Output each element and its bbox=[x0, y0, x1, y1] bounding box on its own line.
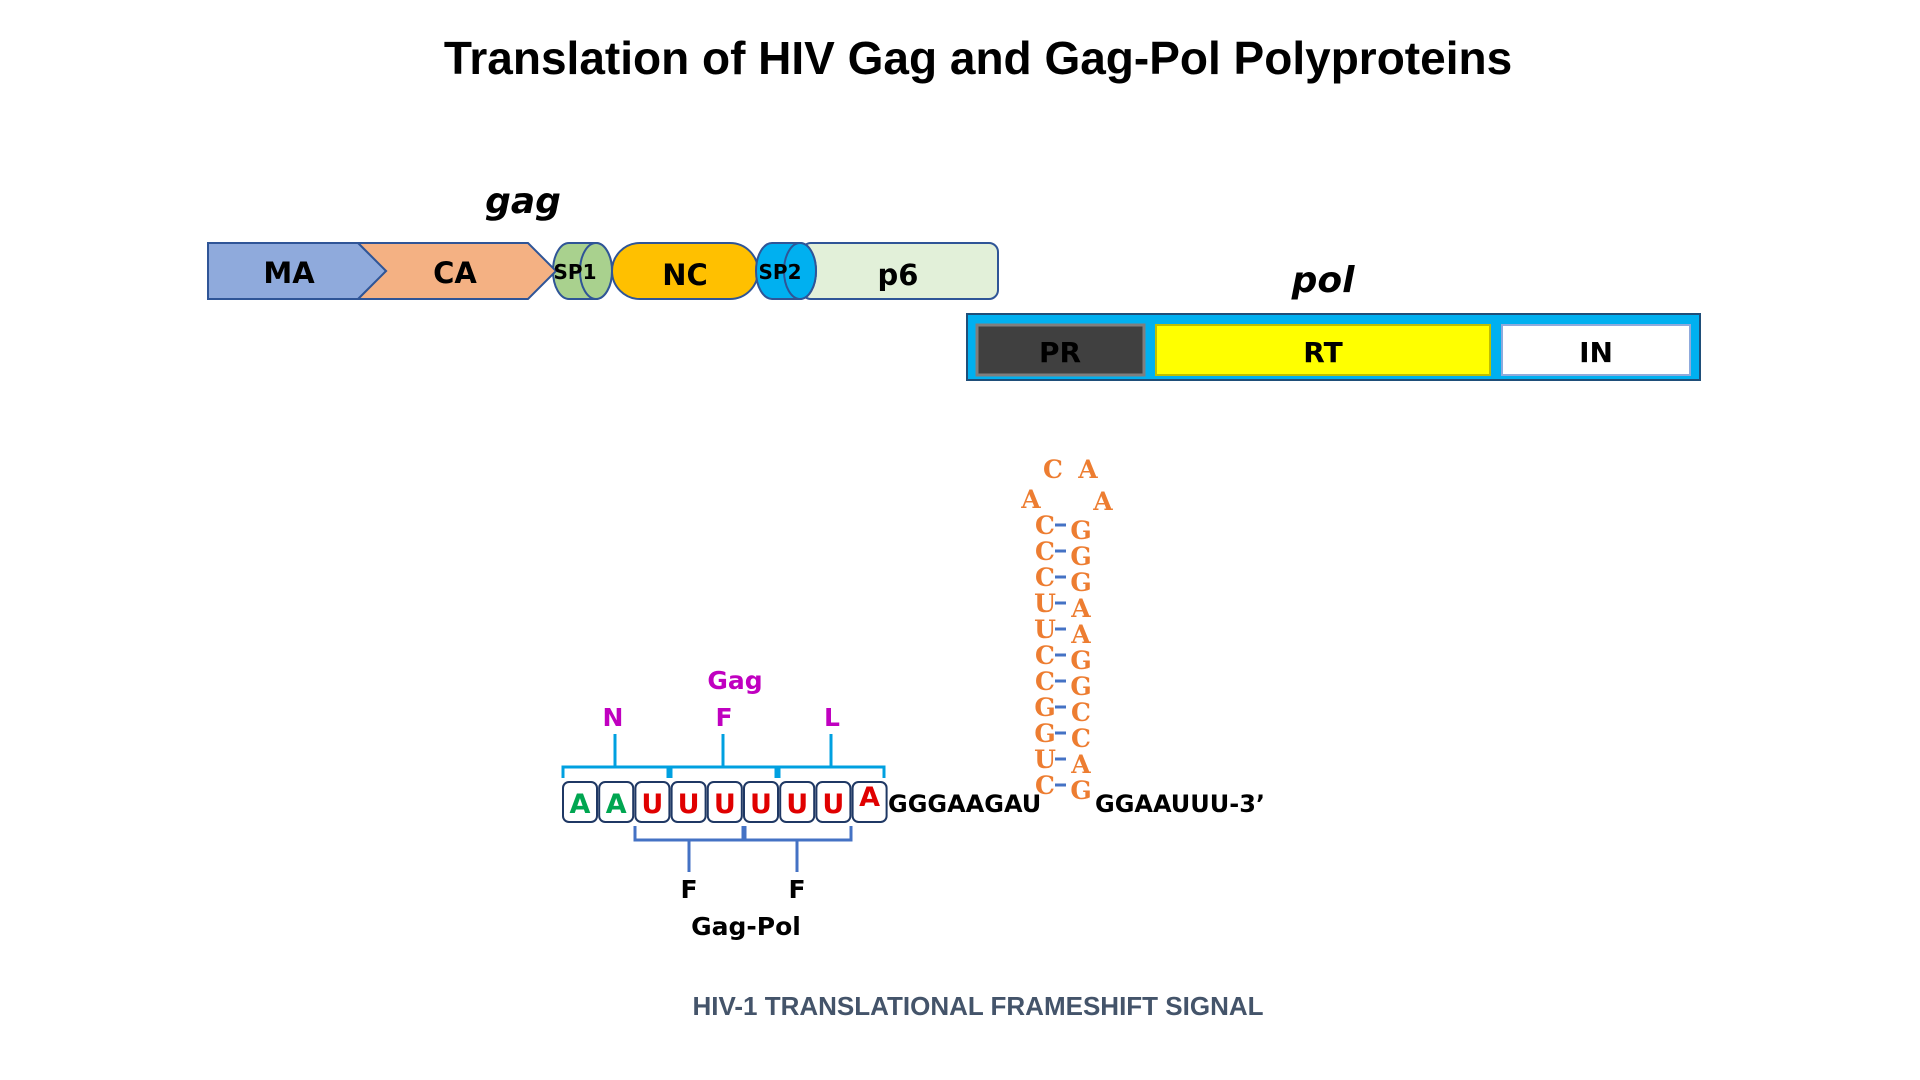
nucleotide-letter: A bbox=[606, 789, 627, 820]
pol-gene-label: pol bbox=[1291, 260, 1356, 301]
gag-gene-label: gag bbox=[485, 181, 561, 222]
sp1-domain bbox=[552, 242, 613, 300]
gagpol-frame-brackets bbox=[633, 826, 853, 872]
nucleotide-box bbox=[634, 781, 671, 823]
page-title: Translation of HIV Gag and Gag-Pol Polyp… bbox=[444, 32, 1512, 84]
hairpin-loop-nucleotide: C bbox=[1043, 455, 1063, 484]
stem-right-nucleotide: G bbox=[1070, 542, 1091, 571]
gagpol-codon-bracket bbox=[743, 826, 853, 872]
gag-codon-label: L bbox=[824, 703, 840, 732]
stem-left-nucleotide: G bbox=[1034, 719, 1055, 748]
stem-right-nucleotide: G bbox=[1070, 568, 1091, 597]
nucleotide-letter: U bbox=[641, 789, 663, 820]
gag-frame-label: Gag bbox=[707, 666, 762, 695]
stem-left-nucleotide: C bbox=[1035, 537, 1055, 566]
nucleotide-letter: U bbox=[678, 789, 700, 820]
stem-right-nucleotide: A bbox=[1070, 750, 1091, 779]
stem-right-nucleotide: G bbox=[1070, 672, 1091, 701]
stem-right-nucleotide: G bbox=[1070, 776, 1091, 805]
stem-left-nucleotide: U bbox=[1034, 745, 1056, 774]
nc-label: NC bbox=[662, 258, 708, 292]
nucleotide-letter: U bbox=[750, 789, 772, 820]
stem-right-nucleotide: G bbox=[1070, 646, 1091, 675]
nucleotide-box bbox=[743, 781, 779, 823]
gag-codon-label: F bbox=[715, 703, 732, 732]
pol-gene-bar: PR RT IN bbox=[966, 313, 1701, 381]
p6-label: p6 bbox=[878, 258, 919, 292]
gagpol-codon-bracket bbox=[633, 826, 745, 872]
pr-domain bbox=[975, 323, 1146, 377]
pr-label: PR bbox=[1039, 336, 1081, 369]
stem-left-nucleotide: U bbox=[1034, 589, 1056, 618]
stem-right-nucleotide: C bbox=[1071, 698, 1091, 727]
hairpin-loop-nucleotide: A bbox=[1077, 455, 1098, 484]
nucleotide-box bbox=[706, 781, 743, 823]
sequence-after-stem: GGAAUUU-3’ bbox=[1095, 790, 1265, 818]
stem-left-nucleotide: U bbox=[1034, 615, 1056, 644]
in-domain bbox=[1501, 324, 1691, 376]
nucleotide-letter: U bbox=[822, 789, 844, 820]
stem-right-nucleotide: G bbox=[1070, 516, 1091, 545]
gag-codon-bracket bbox=[561, 734, 670, 778]
gagpol-codon-label: F bbox=[680, 875, 697, 904]
in-label: IN bbox=[1579, 336, 1613, 369]
nucleotide-letter: U bbox=[786, 789, 808, 820]
hairpin-loop-nucleotide: A bbox=[1020, 485, 1041, 514]
ma-label: MA bbox=[263, 256, 315, 290]
nucleotide-box bbox=[779, 781, 816, 823]
stem-left-nucleotide: C bbox=[1035, 641, 1055, 670]
sp2-label: SP2 bbox=[759, 260, 802, 284]
stem-left-nucleotide: G bbox=[1034, 693, 1055, 722]
sp1-label: SP1 bbox=[554, 260, 597, 284]
nucleotide-letter: U bbox=[714, 789, 736, 820]
gagpol-frame-label: Gag-Pol bbox=[691, 912, 801, 941]
nucleotide-box bbox=[598, 781, 635, 823]
nucleotide-box bbox=[562, 781, 598, 823]
gag-frame-brackets bbox=[561, 734, 886, 778]
sp2-domain bbox=[755, 242, 817, 300]
gag-codon-bracket bbox=[777, 734, 886, 778]
ca-label: CA bbox=[433, 256, 477, 290]
stem-right-nucleotide: C bbox=[1071, 724, 1091, 753]
nucleotide-box bbox=[851, 781, 888, 823]
gag-codon-label: N bbox=[603, 703, 624, 732]
gagpol-codon-label: F bbox=[788, 875, 805, 904]
rt-domain bbox=[1155, 324, 1491, 376]
sequence-after-box: GGGAAGAU bbox=[888, 790, 1041, 818]
rt-label: RT bbox=[1303, 336, 1342, 369]
stem-left-nucleotide: C bbox=[1035, 667, 1055, 696]
stem-left-nucleotide: C bbox=[1035, 563, 1055, 592]
gag-gene-bar: MA CA SP1 NC SP2 p6 bbox=[207, 242, 999, 300]
gag-codon-bracket bbox=[669, 734, 778, 778]
hairpin-loop-nucleotide: A bbox=[1092, 487, 1113, 516]
ma-domain bbox=[207, 242, 388, 300]
stem-left-nucleotide: C bbox=[1035, 771, 1055, 800]
stem-left-nucleotide: C bbox=[1035, 511, 1055, 540]
nucleotide-letter: A bbox=[570, 789, 591, 820]
stem-right-nucleotide: A bbox=[1070, 620, 1091, 649]
nucleotide-box bbox=[815, 781, 852, 823]
nucleotide-box bbox=[670, 781, 707, 823]
stem-right-nucleotide: A bbox=[1070, 594, 1091, 623]
nucleotide-letter: A bbox=[859, 782, 880, 813]
figure-caption: HIV-1 TRANSLATIONAL FRAMESHIFT SIGNAL bbox=[692, 991, 1263, 1021]
